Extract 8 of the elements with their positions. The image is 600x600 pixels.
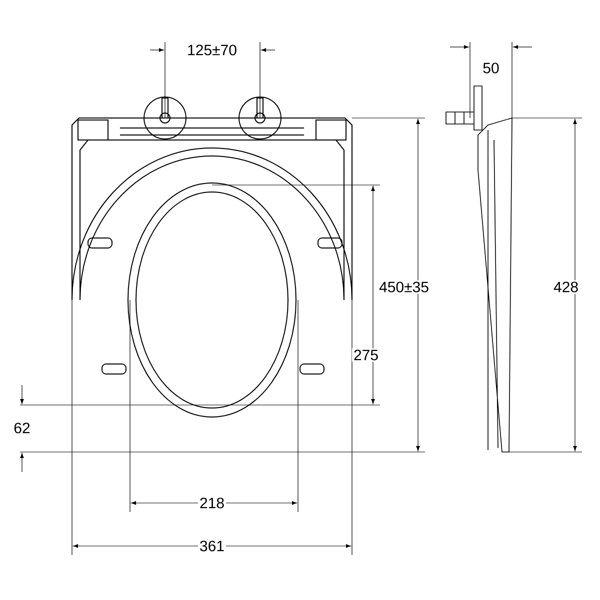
dimension-label: 275: [352, 348, 380, 362]
dimension-label: 361: [198, 539, 226, 553]
dimension-label: 50: [481, 61, 501, 75]
dimension-label: 450±35: [378, 280, 430, 294]
dimension-label: 428: [552, 280, 580, 294]
dimension-label: 125±70: [186, 43, 238, 57]
dimension-label: 218: [198, 496, 226, 510]
dimension-label: 62: [12, 421, 32, 435]
